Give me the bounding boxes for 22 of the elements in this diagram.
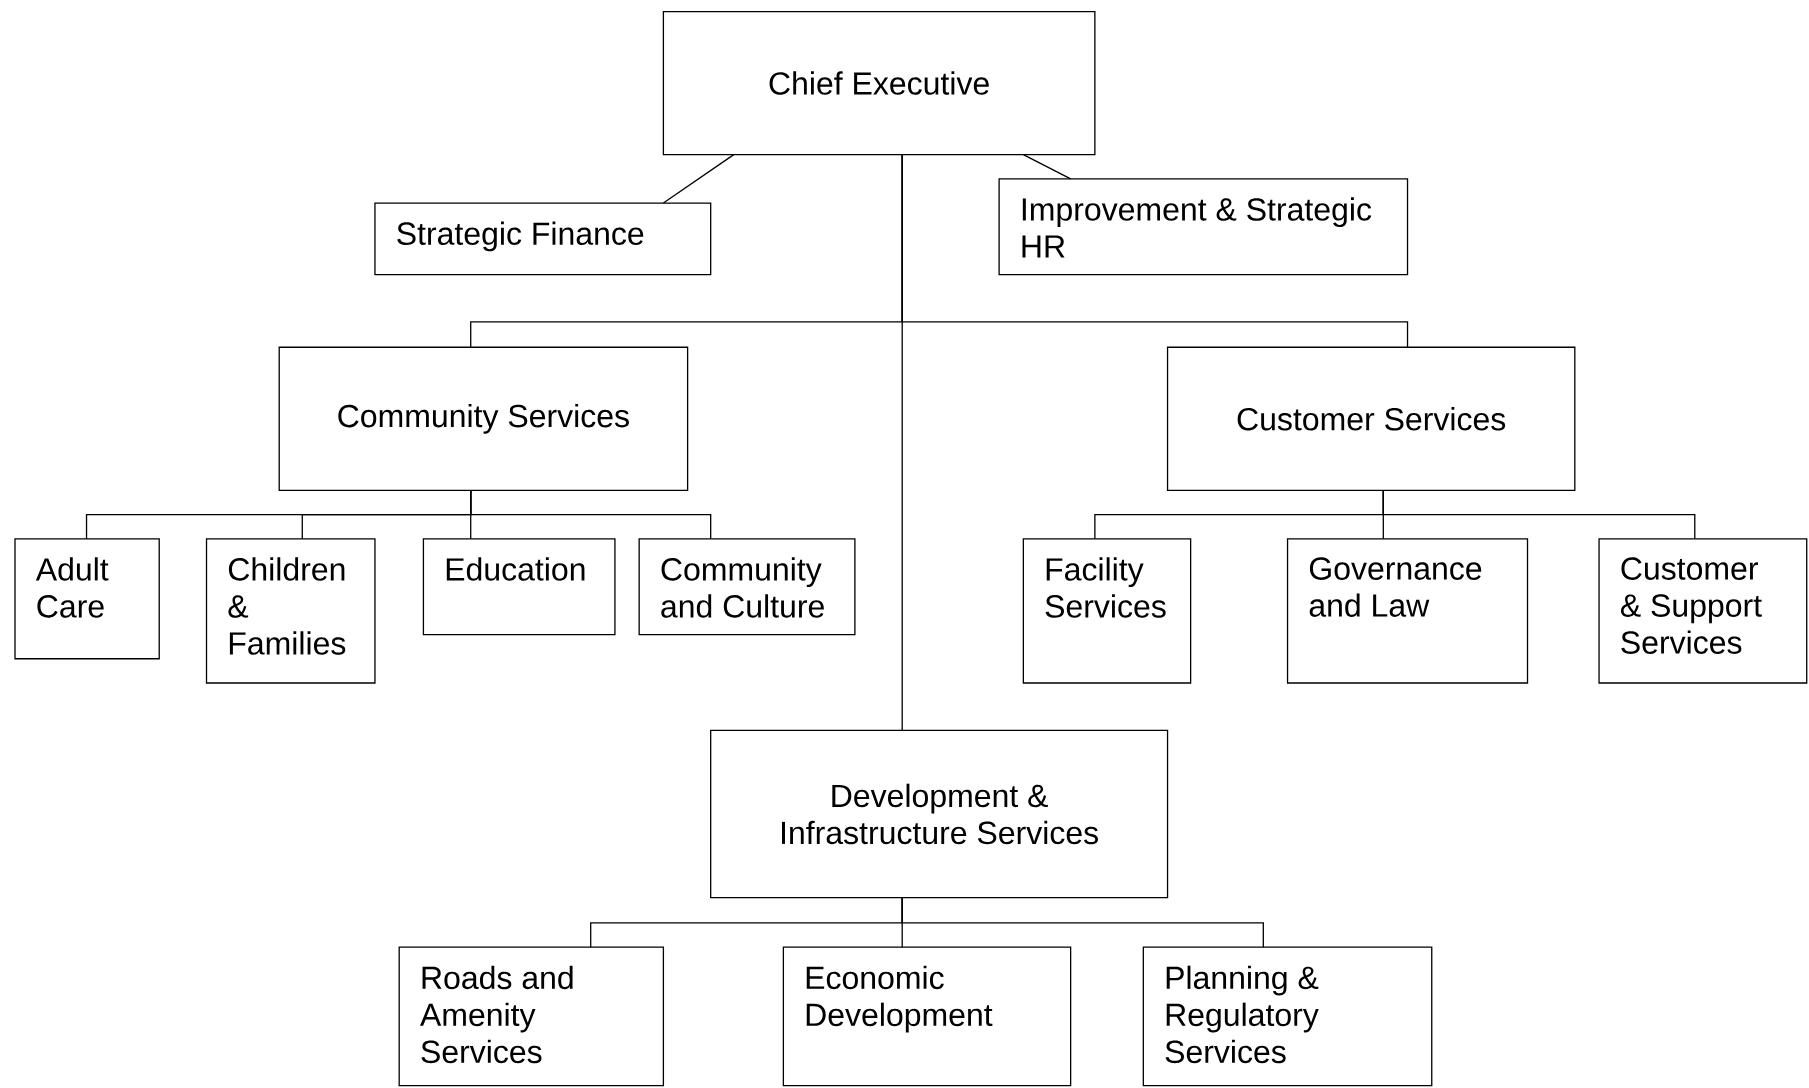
unit-box: Improvement & Strategic HR: [998, 178, 1409, 276]
unit-box: Economic Development: [782, 946, 1072, 1087]
unit-box: Facility Services: [1022, 538, 1192, 684]
unit-box: Education: [422, 538, 616, 636]
unit-box: Roads and Amenity Services: [398, 946, 665, 1087]
connector-line: [470, 489, 712, 540]
connector-line: [662, 153, 735, 204]
connector-line: [901, 896, 1264, 948]
unit-box: Adult Care: [14, 538, 160, 660]
connector-line: [1382, 489, 1696, 540]
unit-box: Strategic Finance: [374, 202, 712, 276]
unit-box: Planning & Regulatory Services: [1142, 946, 1433, 1087]
unit-box: Customer & Support Services: [1598, 538, 1808, 684]
connector-line: [901, 153, 903, 731]
connector-line: [1022, 153, 1072, 180]
department-box: Customer Services: [1166, 346, 1576, 491]
unit-box: Governance and Law: [1286, 538, 1529, 684]
unit-box: Children & Families: [205, 538, 376, 684]
department-box: Community Services: [278, 346, 689, 491]
chief-box: Chief Executive: [662, 10, 1096, 156]
department-box: Development & Infrastructure Services: [710, 729, 1169, 899]
unit-box: Community and Culture: [638, 538, 856, 636]
